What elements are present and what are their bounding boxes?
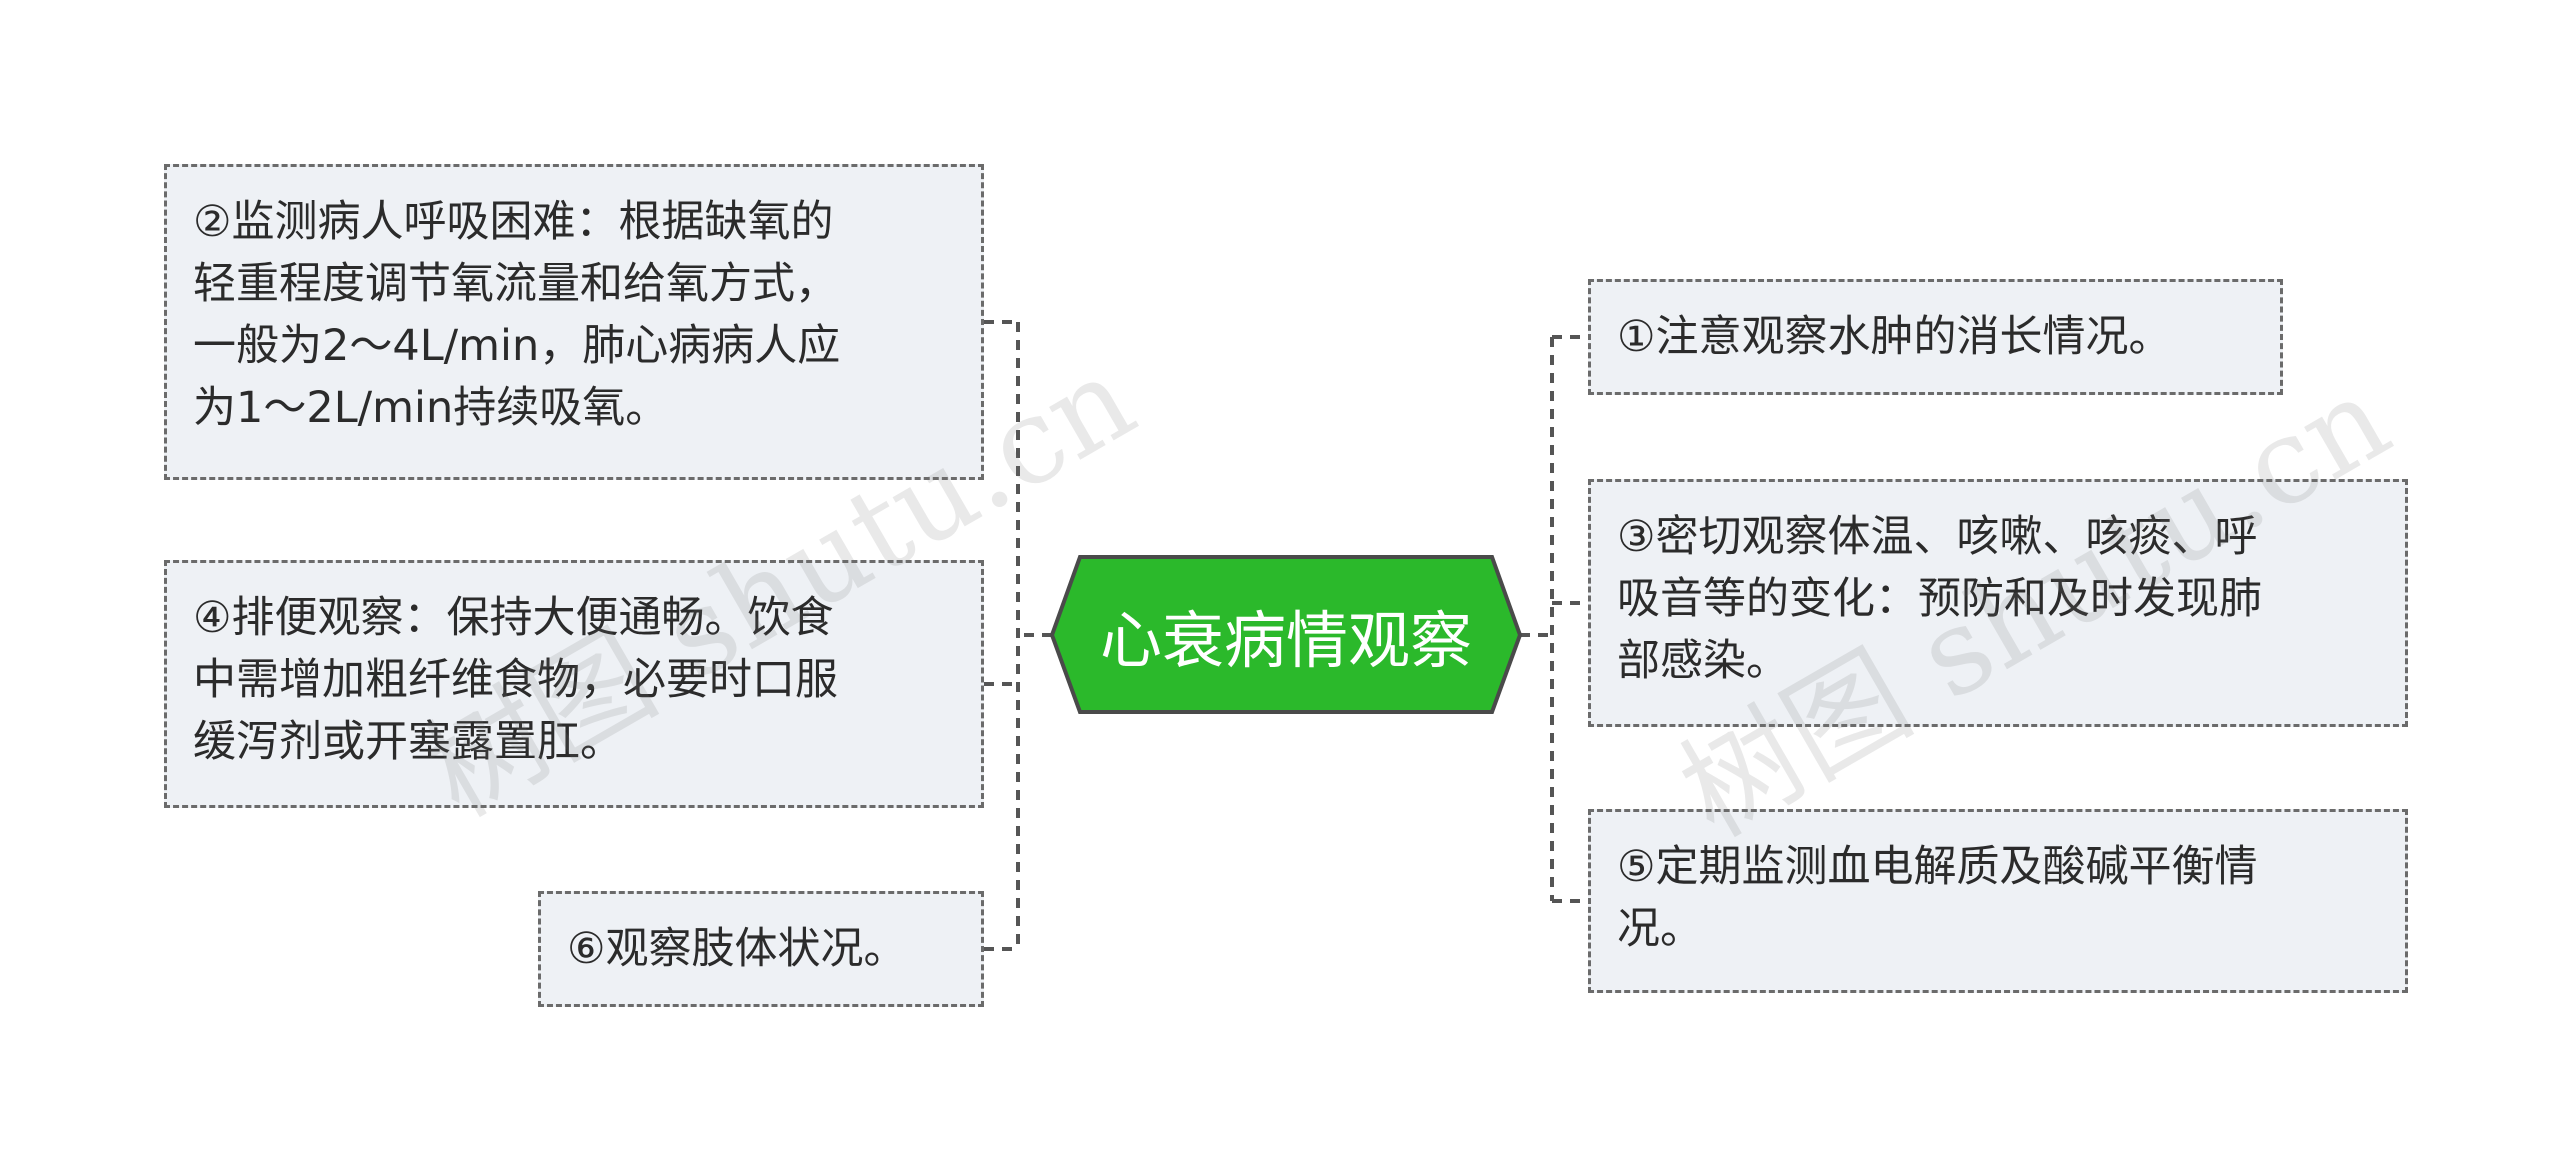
center-node-shape (1049, 555, 1523, 714)
topic-node-1[interactable]: ①注意观察水肿的消长情况。 (1588, 279, 2283, 395)
topic-node-5[interactable]: ⑤定期监测血电解质及酸碱平衡情 况。 (1588, 809, 2408, 993)
topic-node-3[interactable]: ③密切观察体温、咳嗽、咳痰、呼 吸音等的变化：预防和及时发现肺 部感染。 (1588, 479, 2408, 727)
center-node[interactable]: 心衰病情观察 (1099, 603, 1472, 677)
topic-node-4[interactable]: ④排便观察：保持大便通畅。饮食 中需增加粗纤维食物，必要时口服 缓泻剂或开塞露置… (164, 560, 984, 808)
topic-node-2[interactable]: ②监测病人呼吸困难：根据缺氧的 轻重程度调节氧流量和给氧方式， 一般为2～4L/… (164, 164, 984, 480)
topic-node-6[interactable]: ⑥观察肢体状况。 (538, 891, 984, 1007)
